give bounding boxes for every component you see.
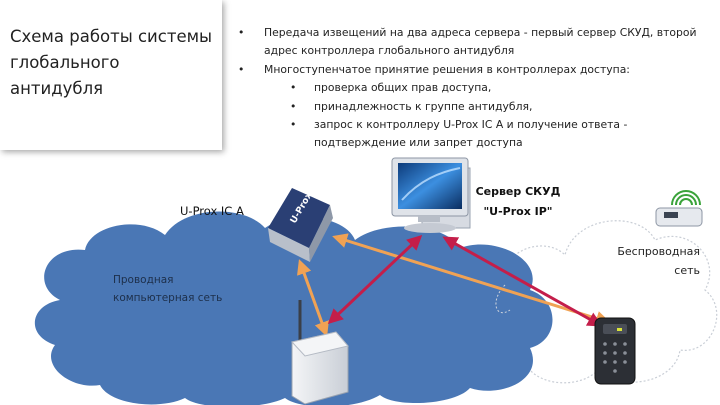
sub-bullet-item: проверка общих прав доступа, — [288, 79, 706, 98]
controller-label: U-Prox IC A — [180, 204, 244, 218]
wireless-network-label: Беспроводная сеть — [617, 245, 700, 277]
bullet-item-text: Многоступенчатое принятие решения в конт… — [264, 62, 630, 76]
bullet-item: Многоступенчатое принятие решения в конт… — [236, 61, 706, 153]
sub-bullet-item: запрос к контроллеру U-Prox IC A и получ… — [288, 116, 706, 153]
server-label-line2: "U-Prox IP" — [483, 205, 553, 218]
arrow-accesspoint-server — [327, 234, 423, 325]
title-card: Схема работы системы глобального антидуб… — [0, 0, 222, 150]
keypad-reader-icon — [594, 317, 636, 385]
server-label-line1: Сервер СКУД — [475, 185, 561, 198]
server-label: Сервер СКУД "U-Prox IP" — [466, 182, 570, 222]
bullet-item: Передача извещений на два адреса сервера… — [236, 24, 706, 61]
slide-title: Схема работы системы глобального антидуб… — [10, 27, 213, 98]
bullet-list: Передача извещений на два адреса сервера… — [236, 24, 706, 153]
wireless-node-icon — [655, 190, 703, 227]
desktop-computer-icon — [391, 157, 471, 233]
arrow-server-reader — [442, 236, 603, 327]
wireless-access-point-icon — [291, 300, 349, 405]
sub-bullet-item: принадлежность к группе антидубля, — [288, 98, 706, 117]
wired-network-label: Проводная компьютерная сеть — [113, 274, 223, 304]
router-device-icon: U-Prox — [268, 188, 333, 262]
arrow-controller-accesspoint — [297, 259, 329, 337]
